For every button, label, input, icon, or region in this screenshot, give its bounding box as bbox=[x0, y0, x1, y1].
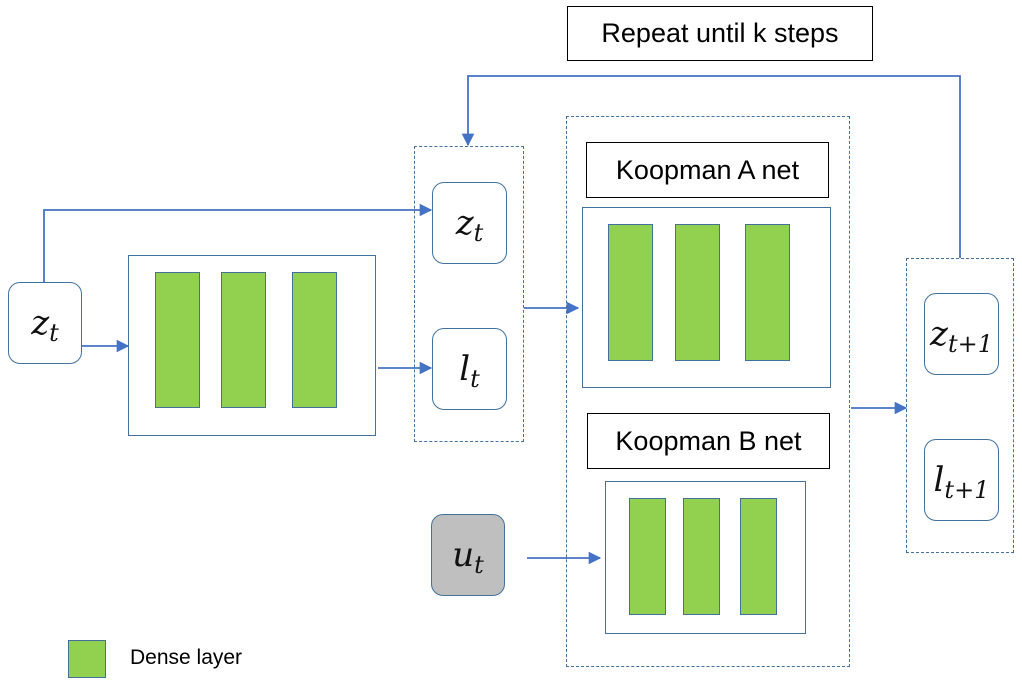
koopman-a-dense-layer-3 bbox=[745, 224, 790, 361]
l-symbol: l bbox=[459, 349, 471, 389]
koopman-b-dense-layer-2 bbox=[683, 498, 720, 615]
encoder-dense-layer-1 bbox=[155, 272, 200, 408]
z-subscript: t bbox=[49, 319, 59, 347]
koopman-a-label: Koopman A net bbox=[586, 142, 829, 198]
arrow-feedback-loop bbox=[461, 75, 961, 258]
legend-label: Dense layer bbox=[130, 646, 243, 669]
z-subscript: t bbox=[473, 219, 484, 247]
state-group bbox=[414, 146, 524, 442]
encoder-dense-layer-3 bbox=[292, 272, 337, 408]
koopman-group bbox=[566, 116, 850, 667]
repeat-label: Repeat until k steps bbox=[567, 6, 873, 61]
encoder-dense-layer-2 bbox=[221, 272, 266, 408]
koopman-b-label: Koopman B net bbox=[587, 413, 830, 469]
output-group bbox=[906, 258, 1014, 553]
z-symbol: z bbox=[455, 203, 474, 243]
koopman-a-dense-layer-2 bbox=[675, 224, 720, 361]
z-subscript: t+1 bbox=[947, 330, 993, 358]
legend-dense-swatch bbox=[68, 640, 106, 678]
z-symbol: z bbox=[930, 314, 948, 354]
koopman-b-dense-layer-3 bbox=[740, 498, 777, 615]
l-subscript: t bbox=[470, 365, 480, 393]
koopman-b-dense-layer-1 bbox=[629, 498, 666, 615]
arrow-skip-z bbox=[43, 203, 433, 282]
l-symbol: l bbox=[933, 460, 945, 500]
z-symbol: z bbox=[31, 303, 50, 343]
u-subscript: t bbox=[474, 551, 484, 579]
u-symbol: u bbox=[452, 535, 475, 575]
l-subscript: t+1 bbox=[944, 476, 990, 504]
koopman-a-dense-layer-1 bbox=[608, 224, 653, 361]
